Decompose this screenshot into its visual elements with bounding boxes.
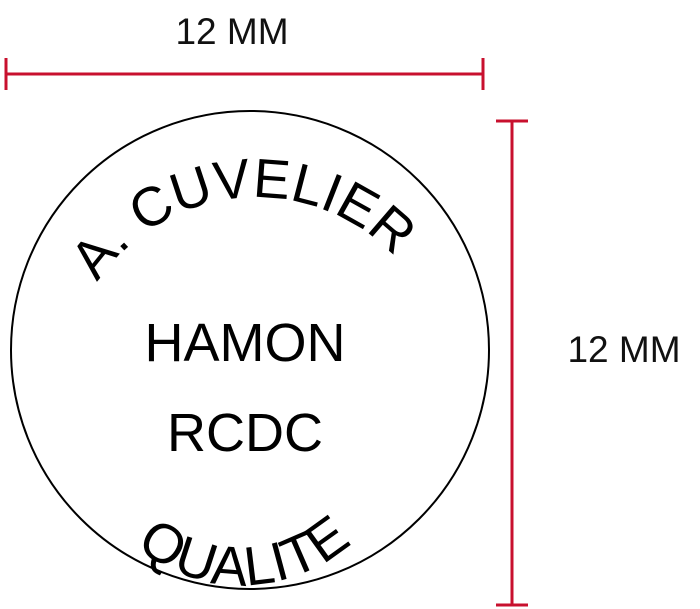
stamp: A. CUVELIER HAMON RCDC QUALITE: [10, 110, 490, 598]
stamp-outline: [10, 110, 490, 590]
height-dimension-label: 12 MM: [567, 329, 680, 370]
stamp-center-line-1: HAMON: [145, 313, 346, 373]
width-dimension-label: 12 MM: [175, 11, 288, 52]
height-dimension: 12 MM: [496, 119, 681, 607]
stamp-center-line-2: RCDC: [167, 403, 323, 463]
width-dimension: 12 MM: [4, 11, 485, 90]
